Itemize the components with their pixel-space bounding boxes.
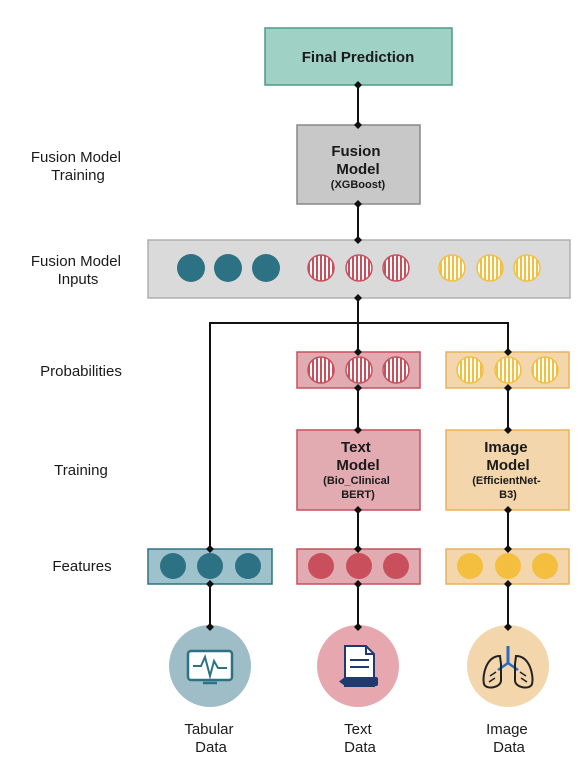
- tabular-feature-node-3: [235, 553, 261, 579]
- tabular-features-box: [147, 548, 273, 585]
- input-node-text-2: [345, 254, 373, 282]
- image-probabilities-box: [445, 351, 570, 389]
- tabular-feature-node-2: [197, 553, 223, 579]
- text-probabilities-box: [296, 351, 421, 389]
- tabular-data-label: Tabular Data: [184, 721, 237, 756]
- image-feature-node-1: [457, 553, 483, 579]
- input-node-image-2: [476, 254, 504, 282]
- row-label-fusion-training: Fusion Model Training: [31, 149, 125, 184]
- text-feature-node-1: [308, 553, 334, 579]
- image-model-title: Image Model: [484, 439, 532, 474]
- text-model-box: Text Model (Bio_Clinical BERT): [296, 429, 421, 511]
- image-data-icon: [467, 625, 549, 707]
- row-label-probabilities: Probabilities: [40, 363, 122, 380]
- fusion-inputs-bar: [147, 239, 571, 299]
- input-node-text-3: [382, 254, 410, 282]
- tabular-data-icon: [169, 625, 251, 707]
- image-data-label: Image Data: [486, 721, 532, 756]
- input-node-tabular-1: [177, 254, 205, 282]
- text-model-sub: (Bio_Clinical BERT): [323, 475, 393, 501]
- image-prob-node-1: [456, 356, 484, 384]
- text-prob-node-2: [345, 356, 373, 384]
- image-model-sub: (EfficientNet- B3): [472, 475, 544, 501]
- image-prob-node-2: [494, 356, 522, 384]
- fusion-model-box: Fusion Model (XGBoost): [296, 124, 421, 205]
- row-label-features: Features: [52, 558, 111, 575]
- tabular-feature-node-1: [160, 553, 186, 579]
- text-features-box: [296, 548, 421, 585]
- input-node-image-1: [438, 254, 466, 282]
- image-feature-node-3: [532, 553, 558, 579]
- text-model-title: Text Model: [336, 439, 379, 474]
- text-prob-node-3: [382, 356, 410, 384]
- row-label-fusion-inputs: Fusion Model Inputs: [31, 253, 125, 288]
- fusion-model-sub: (XGBoost): [331, 179, 386, 191]
- input-node-image-3: [513, 254, 541, 282]
- connector-lines: [209, 85, 509, 627]
- fusion-model-title: Fusion Model: [331, 143, 384, 178]
- text-data-icon: [317, 625, 399, 707]
- junction-markers: [206, 81, 512, 631]
- text-prob-node-1: [307, 356, 335, 384]
- image-prob-node-3: [531, 356, 559, 384]
- final-prediction-label: Final Prediction: [302, 49, 415, 66]
- text-data-label: Text Data: [344, 721, 376, 756]
- input-node-tabular-3: [252, 254, 280, 282]
- row-label-training: Training: [54, 462, 108, 479]
- final-prediction-box: Final Prediction: [264, 27, 453, 86]
- input-node-text-1: [307, 254, 335, 282]
- text-feature-node-3: [383, 553, 409, 579]
- image-features-box: [445, 548, 570, 585]
- input-node-tabular-2: [214, 254, 242, 282]
- image-feature-node-2: [495, 553, 521, 579]
- image-model-box: Image Model (EfficientNet- B3): [445, 429, 570, 511]
- text-feature-node-2: [346, 553, 372, 579]
